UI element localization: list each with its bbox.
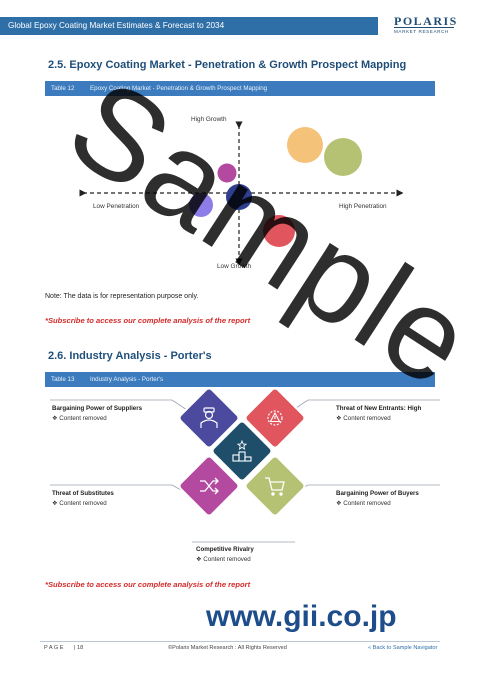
table-13-number: Table 13 [51, 376, 75, 383]
rivalry-diamond [209, 418, 275, 484]
table-13-bar: Table 13 Industry Analysis - Porter's [45, 372, 435, 387]
bubble-navy [226, 184, 252, 210]
new-entrants-diamond [242, 385, 308, 451]
rivalry-title: Competitive Rivalry [196, 546, 254, 553]
subscribe-link-2[interactable]: *Subscribe to access our complete analys… [45, 580, 251, 589]
copyright: ©Polaris Market Research : All Rights Re… [168, 645, 287, 651]
bubble-orange [287, 127, 323, 163]
page-label: P A G E [44, 645, 64, 651]
gii-site-watermark: www.gii.co.jp [206, 600, 397, 633]
table-12-bar: Table 12 Epoxy Coating Market - Penetrat… [45, 81, 435, 96]
bubble-magenta [217, 163, 237, 183]
suppliers-diamond [176, 385, 242, 451]
suppliers-item: ❖ Content removed [52, 415, 107, 422]
suppliers-title: Bargaining Power of Suppliers [52, 405, 143, 412]
label-low-penetration: Low Penetration [93, 203, 140, 210]
section-title-porters: 2.6. Industry Analysis - Porter's [48, 350, 212, 362]
logo-name: POLARIS [394, 14, 458, 28]
label-high-penetration: High Penetration [339, 203, 387, 210]
substitutes-title: Threat of Substitutes [52, 490, 114, 497]
logo-subtitle: MARKET RESEARCH [394, 29, 449, 34]
buyers-item: ❖ Content removed [336, 500, 391, 507]
subscribe-link-1[interactable]: *Subscribe to access our complete analys… [45, 316, 251, 325]
buyers-title: Bargaining Power of Buyers [336, 490, 419, 497]
shuffle-icon [200, 477, 219, 495]
table-12-number: Table 12 [51, 85, 75, 92]
polaris-logo: POLARIS MARKET RESEARCH [386, 14, 476, 40]
new-entrants-title: Threat of New Entrants: High [336, 405, 422, 412]
label-low-growth: Low Growth [217, 263, 252, 270]
podium-icon [232, 439, 252, 462]
page-number: | 18 [74, 645, 84, 651]
report-title: Global Epoxy Coating Market Estimates & … [8, 21, 225, 30]
bubble-lavender [189, 193, 213, 217]
table-12-title: Epoxy Coating Market - Penetration & Gro… [90, 85, 268, 92]
worker-icon [200, 407, 218, 428]
new-entrants-item: ❖ Content removed [336, 415, 391, 422]
bubble-olive [324, 138, 362, 176]
substitutes-item: ❖ Content removed [52, 500, 107, 507]
label-high-growth: High Growth [191, 116, 227, 123]
header-bar [0, 17, 378, 35]
back-to-navigator-link[interactable]: « Back to Sample Navigator [368, 645, 438, 651]
rivalry-item: ❖ Content removed [196, 556, 251, 563]
shopping-cart-icon [265, 477, 285, 496]
footer-divider [40, 641, 440, 642]
representation-note: Note: The data is for representation pur… [45, 293, 199, 300]
gear-warning-icon [267, 410, 283, 426]
substitutes-diamond [176, 453, 242, 519]
section-title-penetration: 2.5. Epoxy Coating Market - Penetration … [48, 59, 407, 71]
buyers-diamond [242, 453, 308, 519]
logo-divider [394, 27, 454, 28]
bubble-red [263, 215, 295, 247]
table-13-title: Industry Analysis - Porter's [90, 376, 164, 383]
